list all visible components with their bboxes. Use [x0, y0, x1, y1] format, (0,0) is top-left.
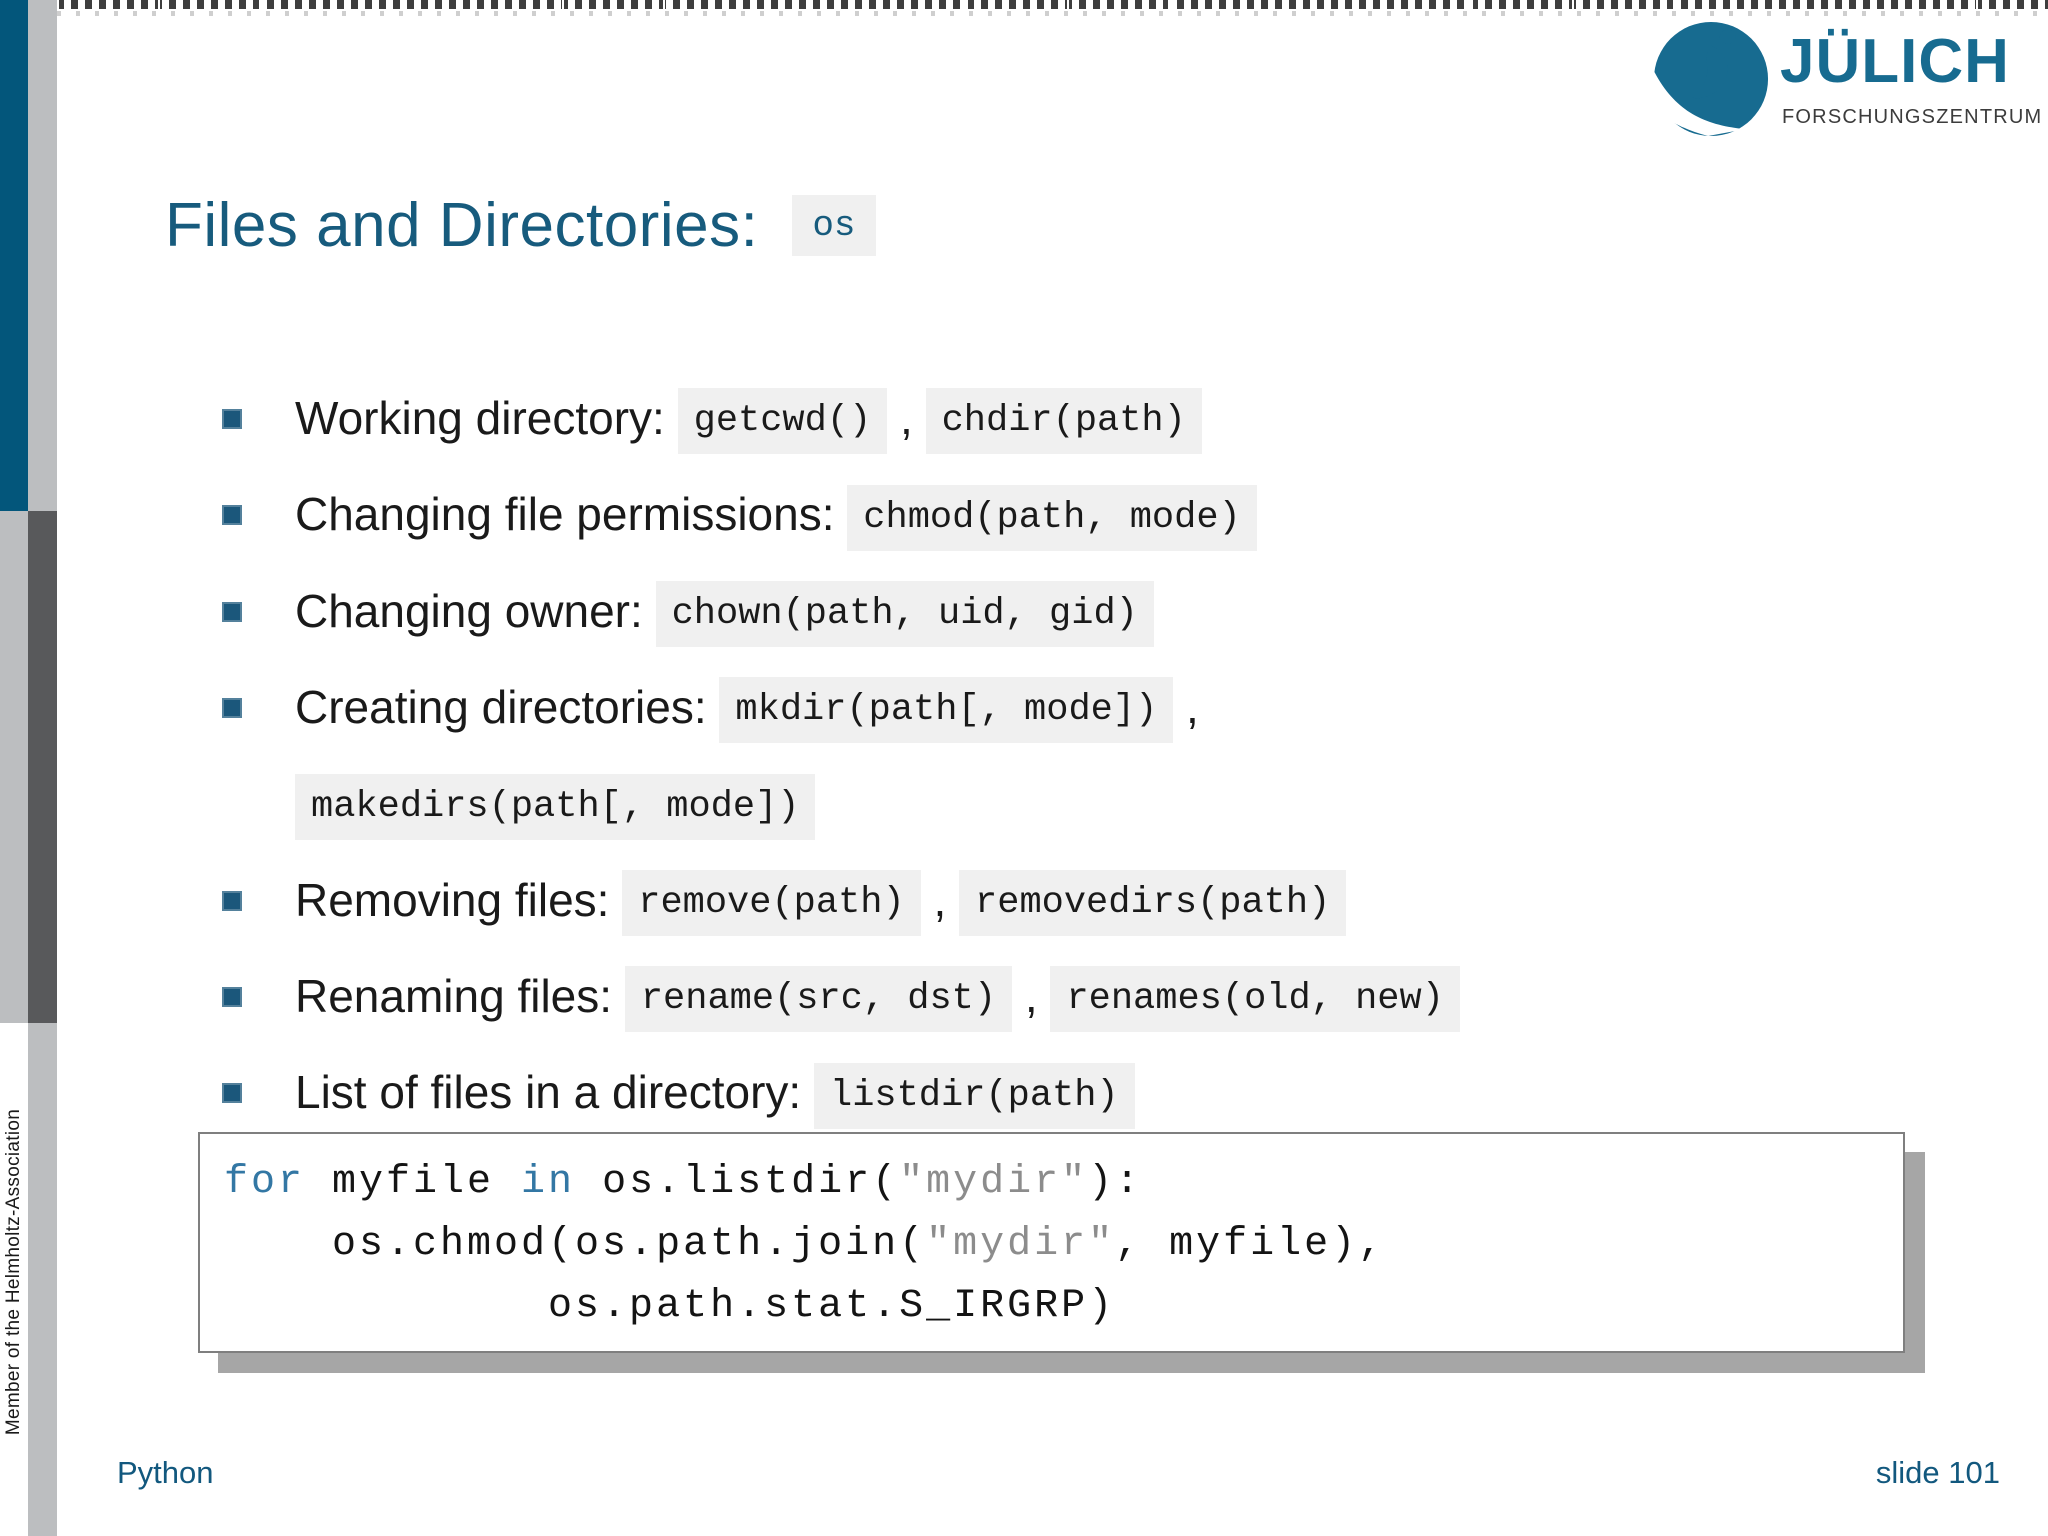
bullet-square-icon — [222, 1083, 242, 1104]
title-inline-code: os — [792, 195, 876, 256]
sidebar-bar-lightgray-mid — [0, 511, 28, 1023]
code-separator: , — [1173, 681, 1199, 734]
frame-title-row: Files and Directories: os — [165, 190, 876, 261]
list-item: Changing file permissions: chmod(path, m… — [222, 468, 1902, 564]
juelich-logo: JÜLICH FORSCHUNGSZENTRUM — [1652, 18, 2041, 148]
bullet-label: Working directory: — [295, 392, 678, 444]
page-title: Files and Directories: — [165, 191, 759, 260]
bullet-square-icon — [222, 409, 242, 429]
julich-swoosh-circle-icon — [1652, 21, 1769, 137]
inline-code: rename(src, dst) — [624, 966, 1013, 1033]
list-item: Working directory: getcwd() , chdir(path… — [222, 372, 1902, 468]
code-line: os.chmod(os.path.join("mydir", myfile), — [224, 1214, 1903, 1276]
footer-slide-number: slide 101 — [1875, 1455, 2000, 1490]
code-line: for myfile in os.listdir("mydir"): — [224, 1152, 1903, 1214]
code-token-plain: os.listdir( — [575, 1160, 900, 1205]
inline-code: listdir(path) — [813, 1062, 1135, 1129]
footer-lecture-name: Python — [117, 1455, 214, 1490]
list-item: Creating directories: mkdir(path[, mode]… — [222, 661, 1902, 854]
bullet-label: Changing owner: — [295, 584, 656, 637]
list-item: List of files in a directory: listdir(pa… — [222, 1046, 1902, 1142]
inline-code: remove(path) — [622, 870, 921, 937]
list-item: Removing files: remove(path) , removedir… — [222, 854, 1902, 950]
inline-code: removedirs(path) — [959, 870, 1347, 937]
slide-top-dash-strip — [57, 0, 2048, 9]
code-token-plain: , myfile), — [1115, 1222, 1386, 1267]
bullet-square-icon — [222, 890, 242, 911]
code-token-plain: os.path.stat.S_IRGRP) — [224, 1284, 1116, 1329]
sidebar-bar-lightgray-top — [28, 0, 57, 511]
inline-code: getcwd() — [677, 388, 888, 455]
list-item: Changing owner: chown(path, uid, gid) — [222, 565, 1902, 661]
logo-wordmark: JÜLICH — [1780, 27, 2010, 96]
code-token-string: "mydir" — [899, 1160, 1089, 1205]
code-separator: , — [887, 392, 926, 444]
sidebar-bar-lightgray-bottom — [28, 1023, 57, 1536]
bullet-list: Working directory: getcwd() , chdir(path… — [222, 372, 1902, 1143]
code-token-string: "mydir" — [926, 1222, 1116, 1267]
inline-code: chmod(path, mode) — [847, 484, 1257, 551]
code-token-keyword: in — [521, 1160, 576, 1205]
sidebar-bar-blue — [0, 0, 28, 511]
bullet-square-icon — [222, 698, 242, 719]
inline-code: chown(path, uid, gid) — [655, 581, 1154, 648]
helmholtz-membership-text: Member of the Helmholtz-Association — [3, 1108, 24, 1436]
code-separator: , — [920, 873, 960, 926]
code-token-plain: myfile — [305, 1160, 522, 1205]
code-token-keyword: for — [224, 1160, 306, 1205]
bullet-label: Changing file permissions: — [295, 488, 848, 541]
code-token-plain: os.chmod(os.path.join( — [224, 1222, 927, 1267]
code-token-plain: ): — [1088, 1160, 1143, 1205]
code-block: for myfile in os.listdir("mydir"): os.ch… — [198, 1132, 1905, 1353]
bullet-label: Renaming files: — [295, 970, 625, 1023]
list-item: Renaming files: rename(src, dst) , renam… — [222, 950, 1902, 1046]
inline-code: makedirs(path[, mode]) — [295, 773, 816, 840]
code-line: os.path.stat.S_IRGRP) — [224, 1276, 1903, 1338]
inline-code: chdir(path) — [925, 388, 1202, 455]
bullet-label: Creating directories: — [295, 681, 720, 734]
bullet-square-icon — [222, 505, 242, 526]
bullet-label: Removing files: — [295, 873, 623, 926]
code-separator: , — [1012, 970, 1051, 1023]
slide-top-dot-strip — [57, 11, 2048, 16]
sidebar-bar-darkgray — [28, 511, 57, 1023]
bullet-square-icon — [222, 987, 242, 1008]
bullet-label: List of files in a directory: — [295, 1066, 814, 1119]
inline-code: renames(old, new) — [1050, 966, 1460, 1033]
logo-subtitle: FORSCHUNGSZENTRUM — [1782, 106, 2043, 128]
bullet-square-icon — [222, 601, 242, 622]
inline-code: mkdir(path[, mode]) — [719, 677, 1174, 744]
